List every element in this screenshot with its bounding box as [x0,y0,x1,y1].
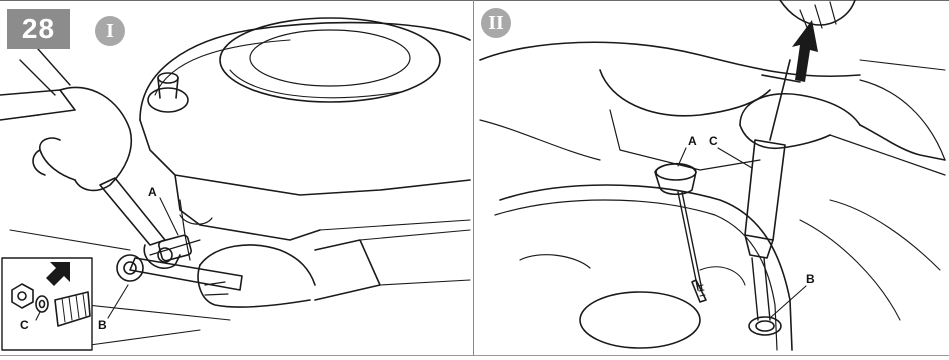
callout-c-panel-1: C [20,318,29,332]
panel-2-dipstick [655,164,706,302]
callout-b-panel-2: B [806,272,815,286]
panel-2-engine [480,42,945,350]
callout-c-panel-2: C [709,134,718,148]
step-number-badge: 28 [7,9,70,49]
panel-1-numeral: I [95,16,125,46]
panel-1-inset [2,258,92,350]
panel-2-numeral: II [481,8,511,38]
callout-a-panel-1: A [148,185,157,199]
leader-b-1 [108,285,128,318]
leader-a-2 [678,148,686,166]
panel-1-right-hand [117,230,470,307]
leader-c-2 [718,148,752,168]
callout-b-panel-1: B [98,318,107,332]
callout-a-panel-2: A [688,134,697,148]
panel-2-syringe [740,0,945,320]
leader-a-1 [160,198,178,235]
